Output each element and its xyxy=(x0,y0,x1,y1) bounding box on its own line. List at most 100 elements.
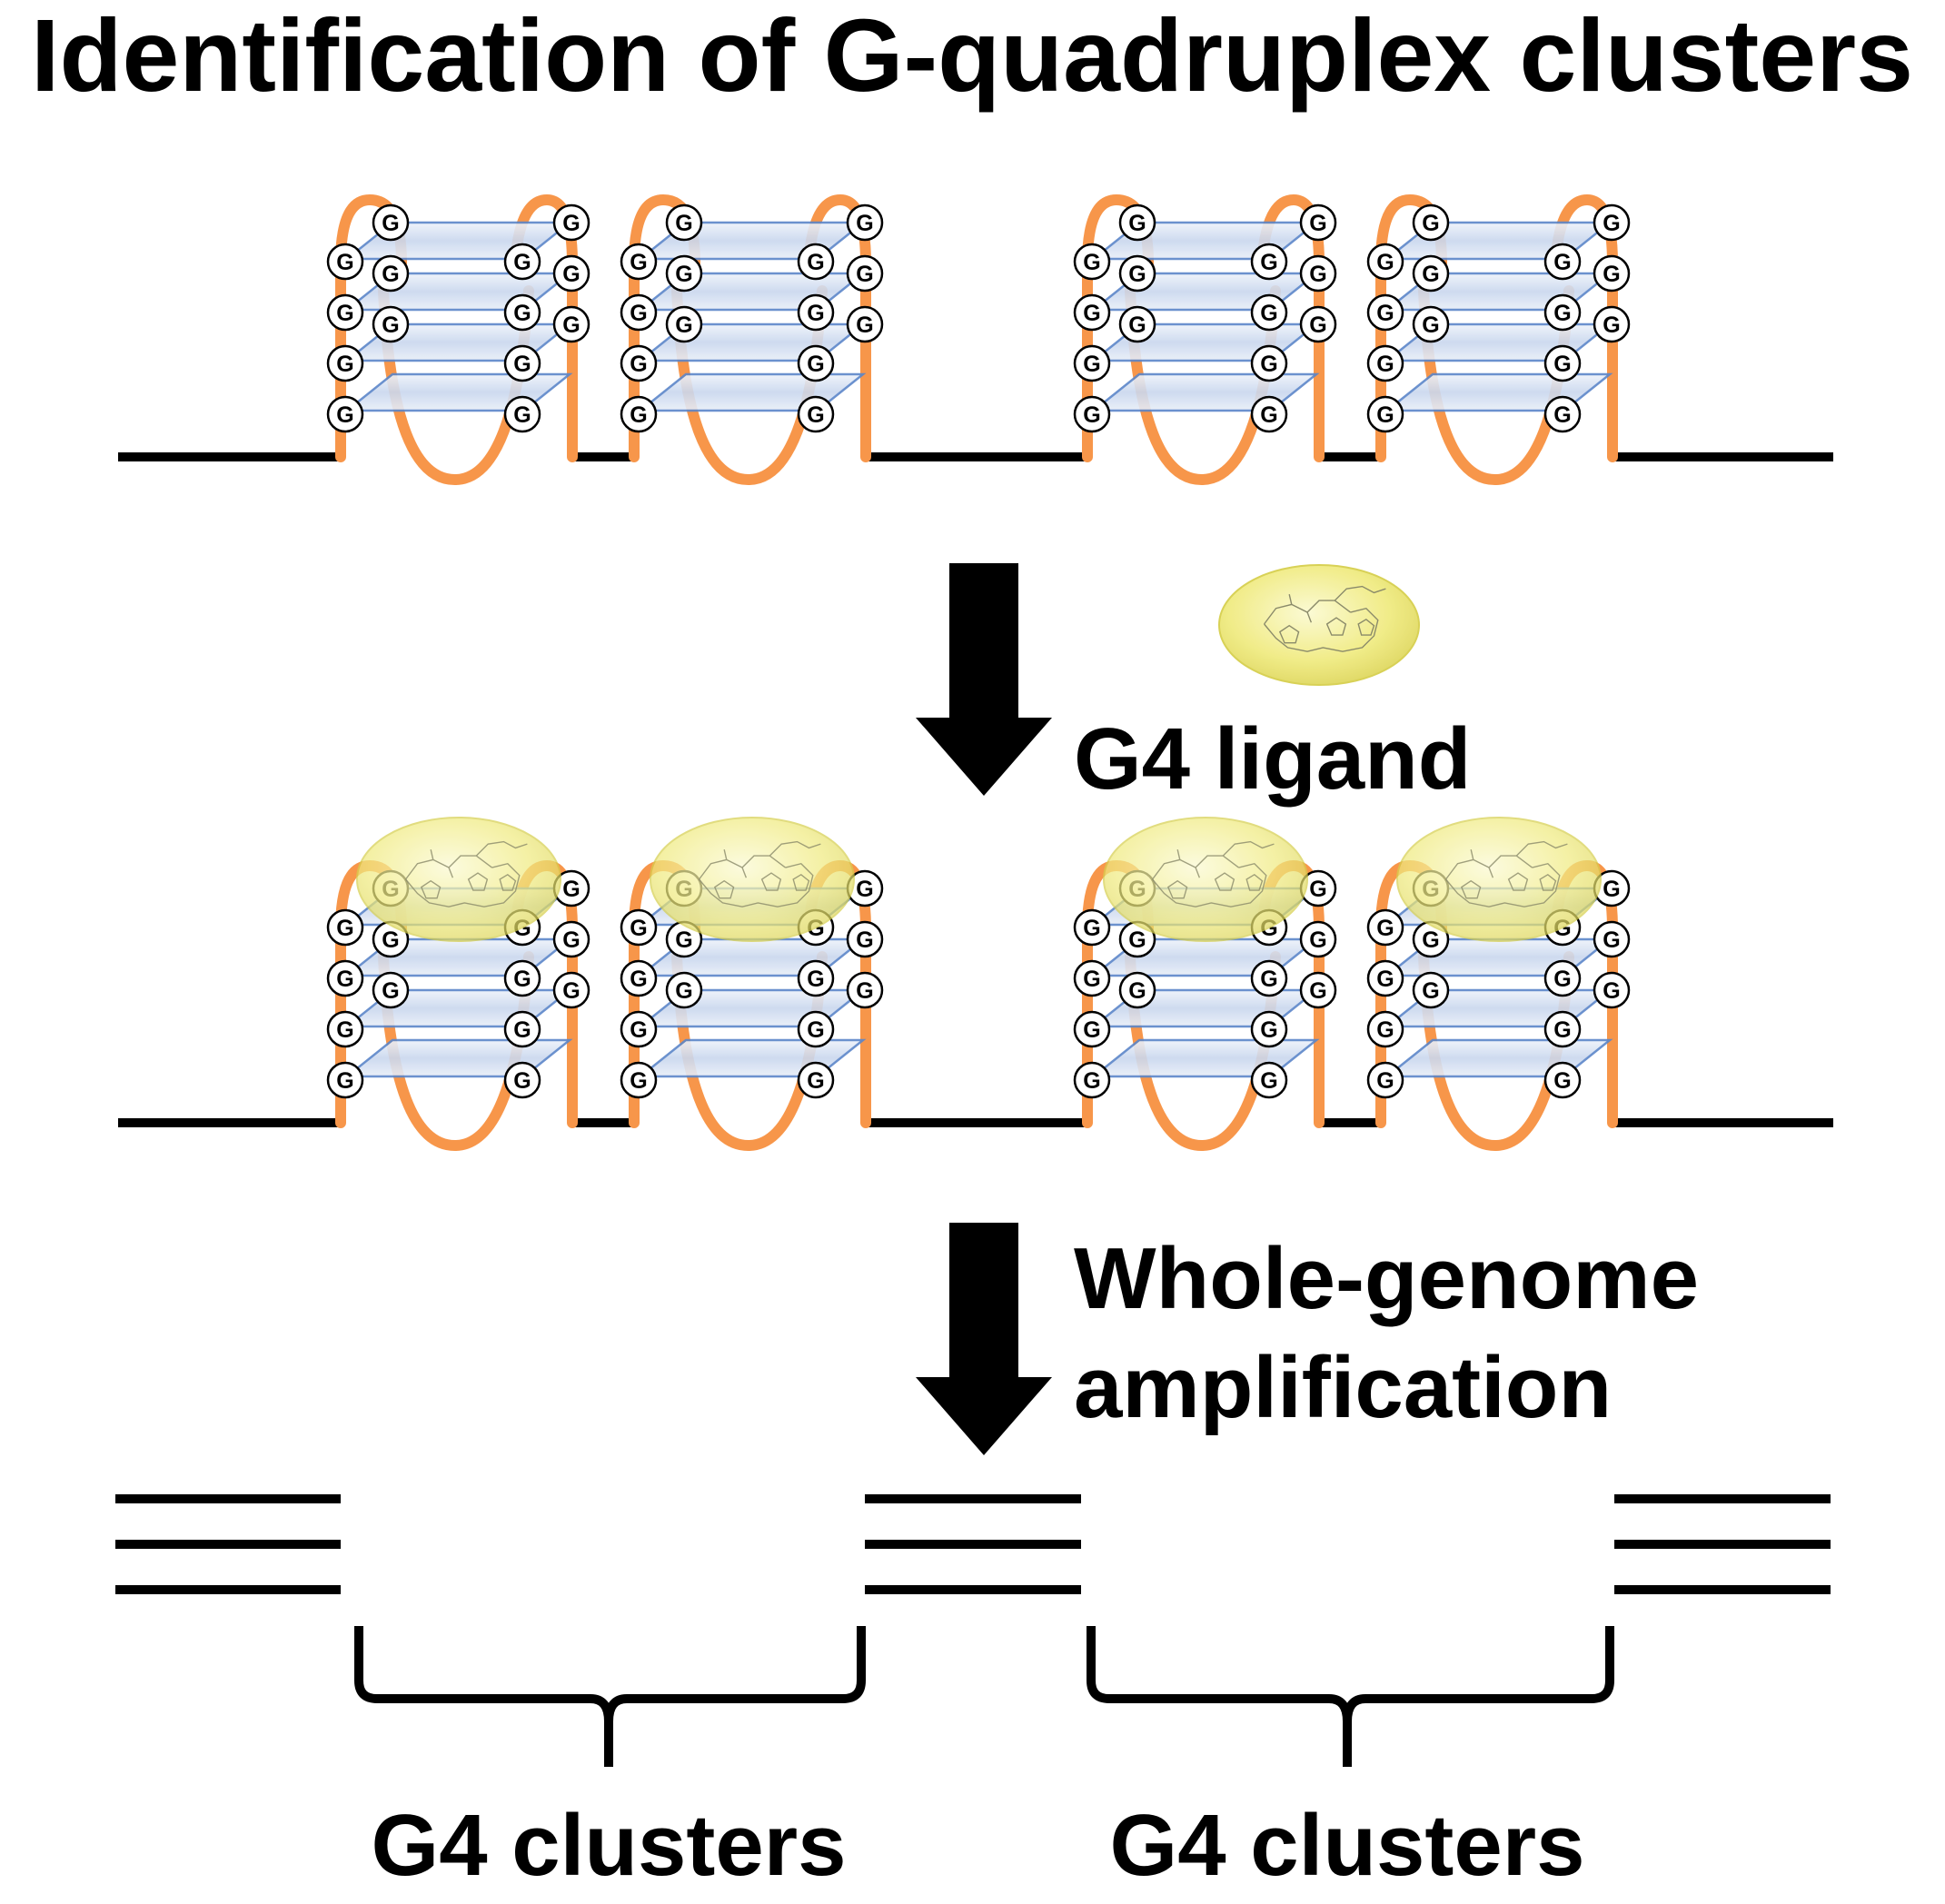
guanine-base: G xyxy=(1593,305,1631,343)
svg-text:G: G xyxy=(1309,927,1326,953)
svg-text:G: G xyxy=(562,312,580,338)
svg-text:G: G xyxy=(1128,211,1146,236)
guanine-base: G xyxy=(372,305,410,343)
svg-text:G: G xyxy=(513,402,531,428)
svg-text:G: G xyxy=(856,877,873,902)
svg-text:G: G xyxy=(1309,877,1326,902)
svg-text:G: G xyxy=(336,352,353,377)
svg-text:G: G xyxy=(807,967,824,992)
guanine-base: G xyxy=(665,305,703,343)
svg-text:G: G xyxy=(675,978,692,1004)
svg-text:G: G xyxy=(1128,978,1146,1004)
svg-text:G: G xyxy=(675,312,692,338)
svg-text:G: G xyxy=(1376,1017,1394,1043)
svg-text:G: G xyxy=(630,916,647,941)
guanine-base: G xyxy=(503,395,541,433)
svg-text:G: G xyxy=(1309,262,1326,287)
svg-text:G: G xyxy=(336,916,353,941)
guanine-base: G xyxy=(620,959,658,997)
guanine-base: G xyxy=(620,243,658,281)
guanine-base: G xyxy=(846,203,884,242)
svg-text:G: G xyxy=(336,967,353,992)
guanine-base: G xyxy=(1073,293,1111,332)
svg-text:G: G xyxy=(382,262,399,287)
guanine-base: G xyxy=(1593,203,1631,242)
svg-text:G: G xyxy=(1128,312,1146,338)
svg-text:G: G xyxy=(513,1068,531,1094)
guanine-base: G xyxy=(1250,1061,1288,1099)
svg-text:G: G xyxy=(1553,967,1571,992)
guanine-base: G xyxy=(1366,395,1404,433)
svg-text:G: G xyxy=(1260,352,1277,377)
svg-text:G: G xyxy=(1422,312,1439,338)
svg-text:G: G xyxy=(630,250,647,275)
guanine-base: G xyxy=(1593,869,1631,907)
guanine-base: G xyxy=(1118,305,1156,343)
guanine-base: G xyxy=(665,971,703,1009)
curly-brace-icon xyxy=(1087,1626,1614,1767)
bound-ligand-icon xyxy=(1396,817,1602,942)
guanine-base: G xyxy=(797,1061,835,1099)
guanine-base: G xyxy=(665,254,703,293)
guanine-base: G xyxy=(1299,869,1337,907)
bound-ligand-icon xyxy=(1103,817,1308,942)
guanine-base: G xyxy=(797,293,835,332)
guanine-base: G xyxy=(552,869,590,907)
svg-text:G: G xyxy=(1422,927,1439,953)
svg-text:G: G xyxy=(630,301,647,326)
svg-text:G: G xyxy=(336,1017,353,1043)
svg-text:G: G xyxy=(630,402,647,428)
svg-text:G: G xyxy=(1128,927,1146,953)
svg-text:G: G xyxy=(1260,967,1277,992)
guanine-base: G xyxy=(1366,1061,1404,1099)
svg-text:G: G xyxy=(1376,352,1394,377)
guanine-base: G xyxy=(372,971,410,1009)
amplification-step-label-line-2: amplification xyxy=(1074,1339,1612,1436)
svg-text:G: G xyxy=(807,250,824,275)
fragment-stack xyxy=(115,1494,341,1594)
svg-text:G: G xyxy=(1553,301,1571,326)
svg-text:G: G xyxy=(807,402,824,428)
svg-text:G: G xyxy=(1083,967,1100,992)
svg-text:G: G xyxy=(1553,1068,1571,1094)
guanine-base: G xyxy=(620,1061,658,1099)
svg-text:G: G xyxy=(1083,301,1100,326)
guanine-base: G xyxy=(797,243,835,281)
svg-text:G: G xyxy=(675,262,692,287)
guanine-base: G xyxy=(1250,1010,1288,1048)
guanine-base: G xyxy=(552,971,590,1009)
svg-text:G: G xyxy=(513,301,531,326)
svg-text:G: G xyxy=(856,211,873,236)
guanine-base: G xyxy=(503,1010,541,1048)
guanine-base: G xyxy=(1543,959,1582,997)
svg-text:G: G xyxy=(1553,250,1571,275)
svg-text:G: G xyxy=(1422,211,1439,236)
guanine-base: G xyxy=(846,305,884,343)
svg-text:G: G xyxy=(562,877,580,902)
guanine-base: G xyxy=(1543,1061,1582,1099)
guanine-base: G xyxy=(1543,293,1582,332)
guanine-base: G xyxy=(552,254,590,293)
svg-text:G: G xyxy=(513,250,531,275)
svg-text:G: G xyxy=(1603,262,1620,287)
svg-text:G: G xyxy=(1603,927,1620,953)
svg-text:G: G xyxy=(1128,262,1146,287)
bound-ligand-icon xyxy=(356,817,561,942)
guanine-base: G xyxy=(1073,1010,1111,1048)
guanine-base: G xyxy=(503,1061,541,1099)
svg-text:G: G xyxy=(1309,211,1326,236)
guanine-base: G xyxy=(1250,243,1288,281)
guanine-base: G xyxy=(1299,203,1337,242)
guanine-base: G xyxy=(503,293,541,332)
guanine-base: G xyxy=(1366,293,1404,332)
svg-text:G: G xyxy=(382,312,399,338)
svg-text:G: G xyxy=(1260,1068,1277,1094)
svg-text:G: G xyxy=(1422,262,1439,287)
svg-text:G: G xyxy=(1376,916,1394,941)
guanine-base: G xyxy=(620,293,658,332)
cluster-label-2: G4 clusters xyxy=(1110,1797,1585,1894)
